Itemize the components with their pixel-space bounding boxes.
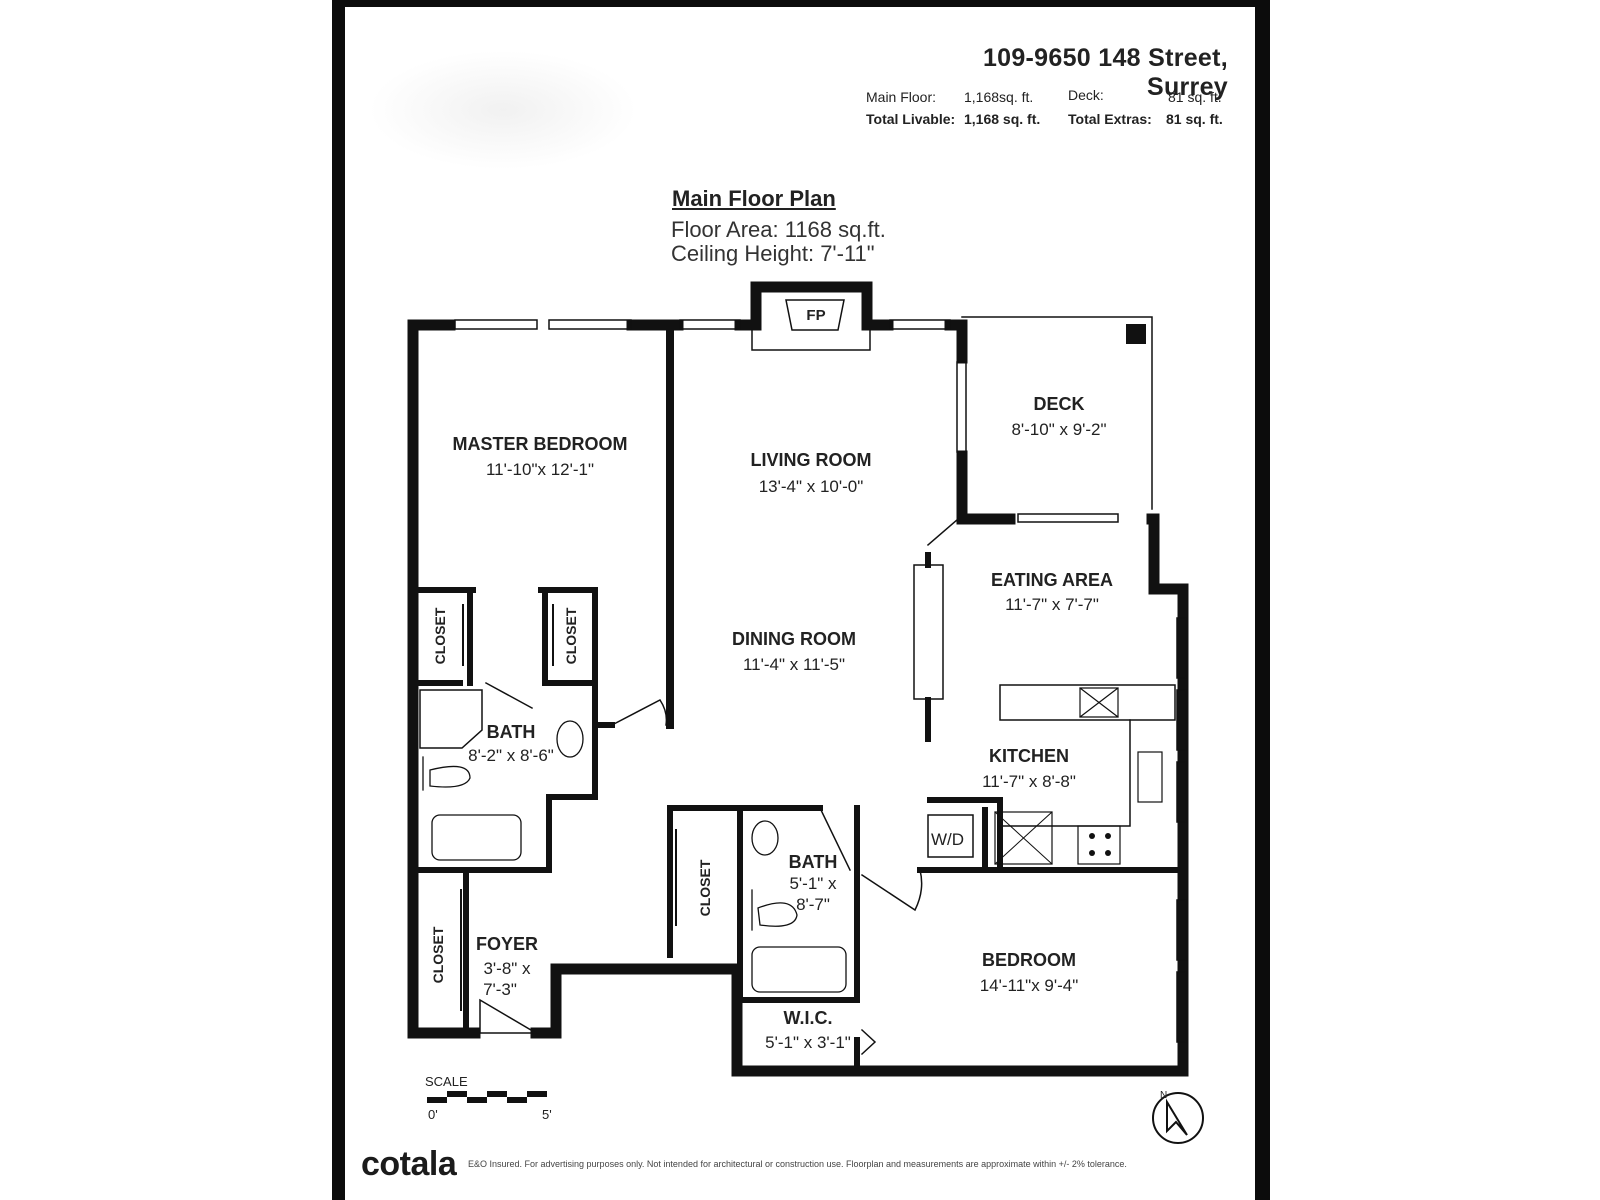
foyer-dim-2: 7'-3" (483, 980, 517, 999)
interior-wall (734, 805, 860, 1003)
wic-door (860, 1028, 877, 1056)
wd-label: W/D (931, 830, 964, 849)
foyer-label: FOYER (476, 934, 538, 954)
deck-label: DECK (1033, 394, 1084, 414)
master-bath-dim: 8'-2" x 8'-6" (468, 746, 554, 765)
bedroom-label: BEDROOM (982, 950, 1076, 970)
compass-arrow (1166, 1098, 1188, 1136)
foyer-dim-1: 3'-8" x (483, 959, 531, 978)
angled-wall (926, 517, 960, 547)
eating-area-dim: 11'-7" x 7'-7" (1005, 595, 1099, 614)
compass-icon (1152, 1092, 1204, 1144)
wic-label: W.I.C. (784, 1008, 833, 1028)
closet-label: CLOSET (563, 607, 579, 664)
deck-dim: 8'-10" x 9'-2" (1011, 420, 1106, 439)
kitchen-counter (999, 719, 1131, 827)
total-livable-label: Total Livable: (866, 111, 956, 127)
dishwasher (994, 811, 1053, 865)
fireplace-box (785, 299, 845, 331)
master-bath-label: BATH (487, 722, 536, 742)
dining-room-dim: 11'-4" x 11'-5" (743, 655, 845, 674)
shower (419, 689, 483, 749)
bath-door (484, 681, 534, 710)
wd-box (927, 814, 974, 858)
outer-wall (734, 281, 894, 331)
bedroom-door (610, 699, 668, 727)
closet-sliders (460, 604, 677, 1011)
scale-start: 0' (428, 1107, 438, 1122)
windows (454, 319, 1187, 1043)
living-room-dim: 13'-4" x 10'-0" (759, 477, 864, 496)
bathtub (431, 814, 522, 861)
closet-label: CLOSET (697, 859, 713, 916)
master-bedroom-label: MASTER BEDROOM (453, 434, 628, 454)
master-bedroom-dim: 11'-10"x 12'-1" (486, 460, 594, 479)
dishwasher-x (994, 811, 1053, 865)
wic-dim: 5'-1" x 3'-1" (765, 1033, 851, 1052)
kitchen-label: KITCHEN (989, 746, 1069, 766)
closet-label: CLOSET (430, 926, 446, 983)
burner-icon (1105, 833, 1111, 839)
compass-north: N (1160, 1090, 1167, 1101)
dining-pocket-door (913, 564, 944, 700)
cotala-logo: cotala (361, 1145, 457, 1183)
plan-title: Main Floor Plan (672, 186, 836, 211)
property-address: 109-9650 148 Street, Surrey (982, 44, 1228, 101)
burner-icon (1105, 850, 1111, 856)
island-cooktop (1079, 687, 1119, 718)
scale-end: 5' (542, 1107, 552, 1122)
sink2-icon (751, 820, 779, 856)
main-floor-value: 1,168sq. ft. (964, 89, 1034, 105)
range (1077, 825, 1121, 865)
interior-wall (417, 680, 598, 873)
sink-icon (556, 720, 584, 758)
bedroom2-door (860, 869, 923, 912)
interior-wall (538, 587, 598, 683)
disclaimer-text: E&O Insured. For advertising purposes on… (468, 1159, 1127, 1169)
bedroom-dim: 14'-11"x 9'-4" (980, 976, 1079, 995)
toilet-icon (422, 756, 471, 791)
burner-icon (1089, 850, 1095, 856)
fireplace-label: FP (806, 307, 825, 324)
deck-value: 81 sq. ft. (1168, 89, 1222, 105)
ceiling-height: Ceiling Height: 7'-11" (671, 241, 875, 266)
bath2-dim-1: 5'-1" x (789, 874, 837, 893)
scale-label: SCALE (425, 1074, 468, 1089)
foyer-door (479, 998, 539, 1034)
kitchen-sink (1137, 751, 1163, 803)
outer-wall (407, 319, 481, 1039)
closet-label: CLOSET (432, 607, 448, 664)
living-room-label: LIVING ROOM (751, 450, 872, 470)
floor-area: Floor Area: 1168 sq.ft. (671, 217, 886, 242)
total-extras-value: 81 sq. ft. (1166, 111, 1223, 127)
deck-outline (961, 316, 1153, 510)
bath2-dim-2: 8'-7" (796, 895, 830, 914)
total-livable-value: 1,168 sq. ft. (964, 111, 1041, 127)
interior-wall (927, 797, 1003, 873)
kitchen-island (999, 684, 1176, 721)
burner-icon (1089, 833, 1095, 839)
total-extras-label: Total Extras: (1068, 111, 1152, 127)
main-floor-label: Main Floor: (866, 89, 937, 105)
blurred-logo (368, 50, 638, 170)
deck-post (1126, 324, 1146, 344)
bath2-label: BATH (789, 852, 838, 872)
outer-wall (956, 450, 1016, 525)
deck-label: Deck: (1068, 87, 1104, 103)
dining-room-label: DINING ROOM (732, 629, 856, 649)
outer-wall (530, 513, 1189, 1077)
eating-area-label: EATING AREA (991, 570, 1113, 590)
bathtub2 (751, 946, 847, 993)
kitchen-dim: 11'-7" x 8'-8" (982, 772, 1076, 791)
outer-wall (944, 319, 968, 364)
toilet2-icon (751, 889, 798, 931)
bath2-door (818, 806, 852, 872)
fireplace-hearth (751, 329, 871, 351)
scale-bar (427, 1091, 547, 1103)
